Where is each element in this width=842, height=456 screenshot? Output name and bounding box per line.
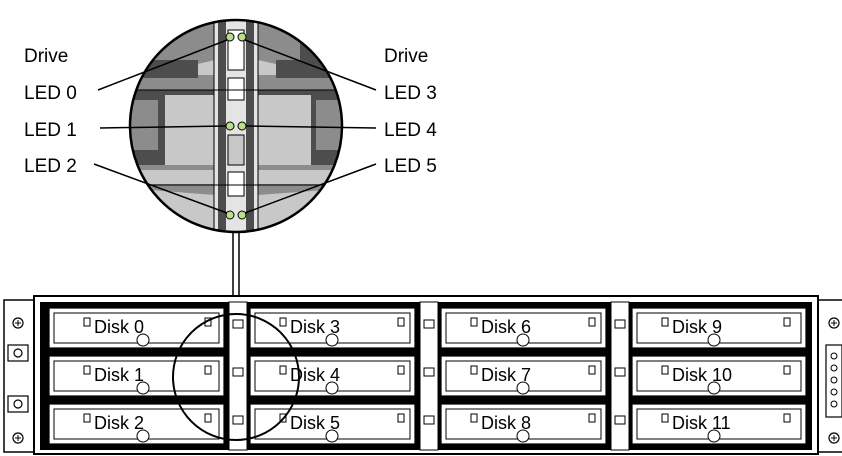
- drive-bays: Disk 0 Disk 3 Disk 6 Disk 9: [48, 307, 807, 445]
- led-3: [237, 32, 247, 42]
- drive-bay-disk-1[interactable]: Disk 1: [48, 355, 225, 397]
- drive-bay-disk-4[interactable]: Disk 4: [249, 355, 416, 397]
- drive-bay-disk-9[interactable]: Disk 9: [631, 307, 807, 349]
- led-0: [225, 32, 235, 42]
- disk-label: Disk 9: [672, 317, 722, 337]
- drive-bay-disk-8[interactable]: Disk 8: [440, 403, 607, 445]
- callout-labels-right: Drive LED 3 LED 4 LED 5: [384, 46, 437, 177]
- disk-label: Disk 1: [94, 365, 144, 385]
- drive-bay-disk-11[interactable]: Disk 11: [631, 403, 807, 445]
- callout-led-0: LED 0: [24, 83, 77, 104]
- disk-label: Disk 2: [94, 413, 144, 433]
- drive-bay-disk-5[interactable]: Disk 5: [249, 403, 416, 445]
- drive-bay-disk-7[interactable]: Disk 7: [440, 355, 607, 397]
- callout-led-1: LED 1: [24, 120, 77, 141]
- callout-led-3: LED 3: [384, 83, 437, 104]
- disk-label: Disk 10: [672, 365, 732, 385]
- disk-label: Disk 4: [290, 365, 340, 385]
- drive-bay-disk-3[interactable]: Disk 3: [249, 307, 416, 349]
- led-2: [225, 210, 235, 220]
- disk-label: Disk 5: [290, 413, 340, 433]
- callout-leaders: [93, 39, 377, 214]
- detail-highlight-circle: [172, 313, 300, 441]
- left-rack-ear: [3, 299, 35, 453]
- callout-drive-left: Drive: [24, 46, 68, 67]
- disk-label: Disk 6: [481, 317, 531, 337]
- disk-label: Disk 3: [290, 317, 340, 337]
- disk-label: Disk 11: [672, 413, 731, 433]
- callout-led-4: LED 4: [384, 120, 437, 141]
- drive-bay-disk-2[interactable]: Disk 2: [48, 403, 225, 445]
- disk-label: Disk 0: [94, 317, 144, 337]
- drive-bay-disk-6[interactable]: Disk 6: [440, 307, 607, 349]
- callout-led-2: LED 2: [24, 156, 77, 177]
- led-1: [225, 121, 235, 131]
- callout-labels-left: Drive LED 0 LED 1 LED 2: [24, 46, 77, 177]
- drive-bay-disk-10[interactable]: Disk 10: [631, 355, 807, 397]
- disk-label: Disk 7: [481, 365, 531, 385]
- disk-label: Disk 8: [481, 413, 531, 433]
- callout-led-5: LED 5: [384, 156, 437, 177]
- callout-drive-right: Drive: [384, 46, 428, 67]
- led-5: [237, 210, 247, 220]
- led-4: [237, 121, 247, 131]
